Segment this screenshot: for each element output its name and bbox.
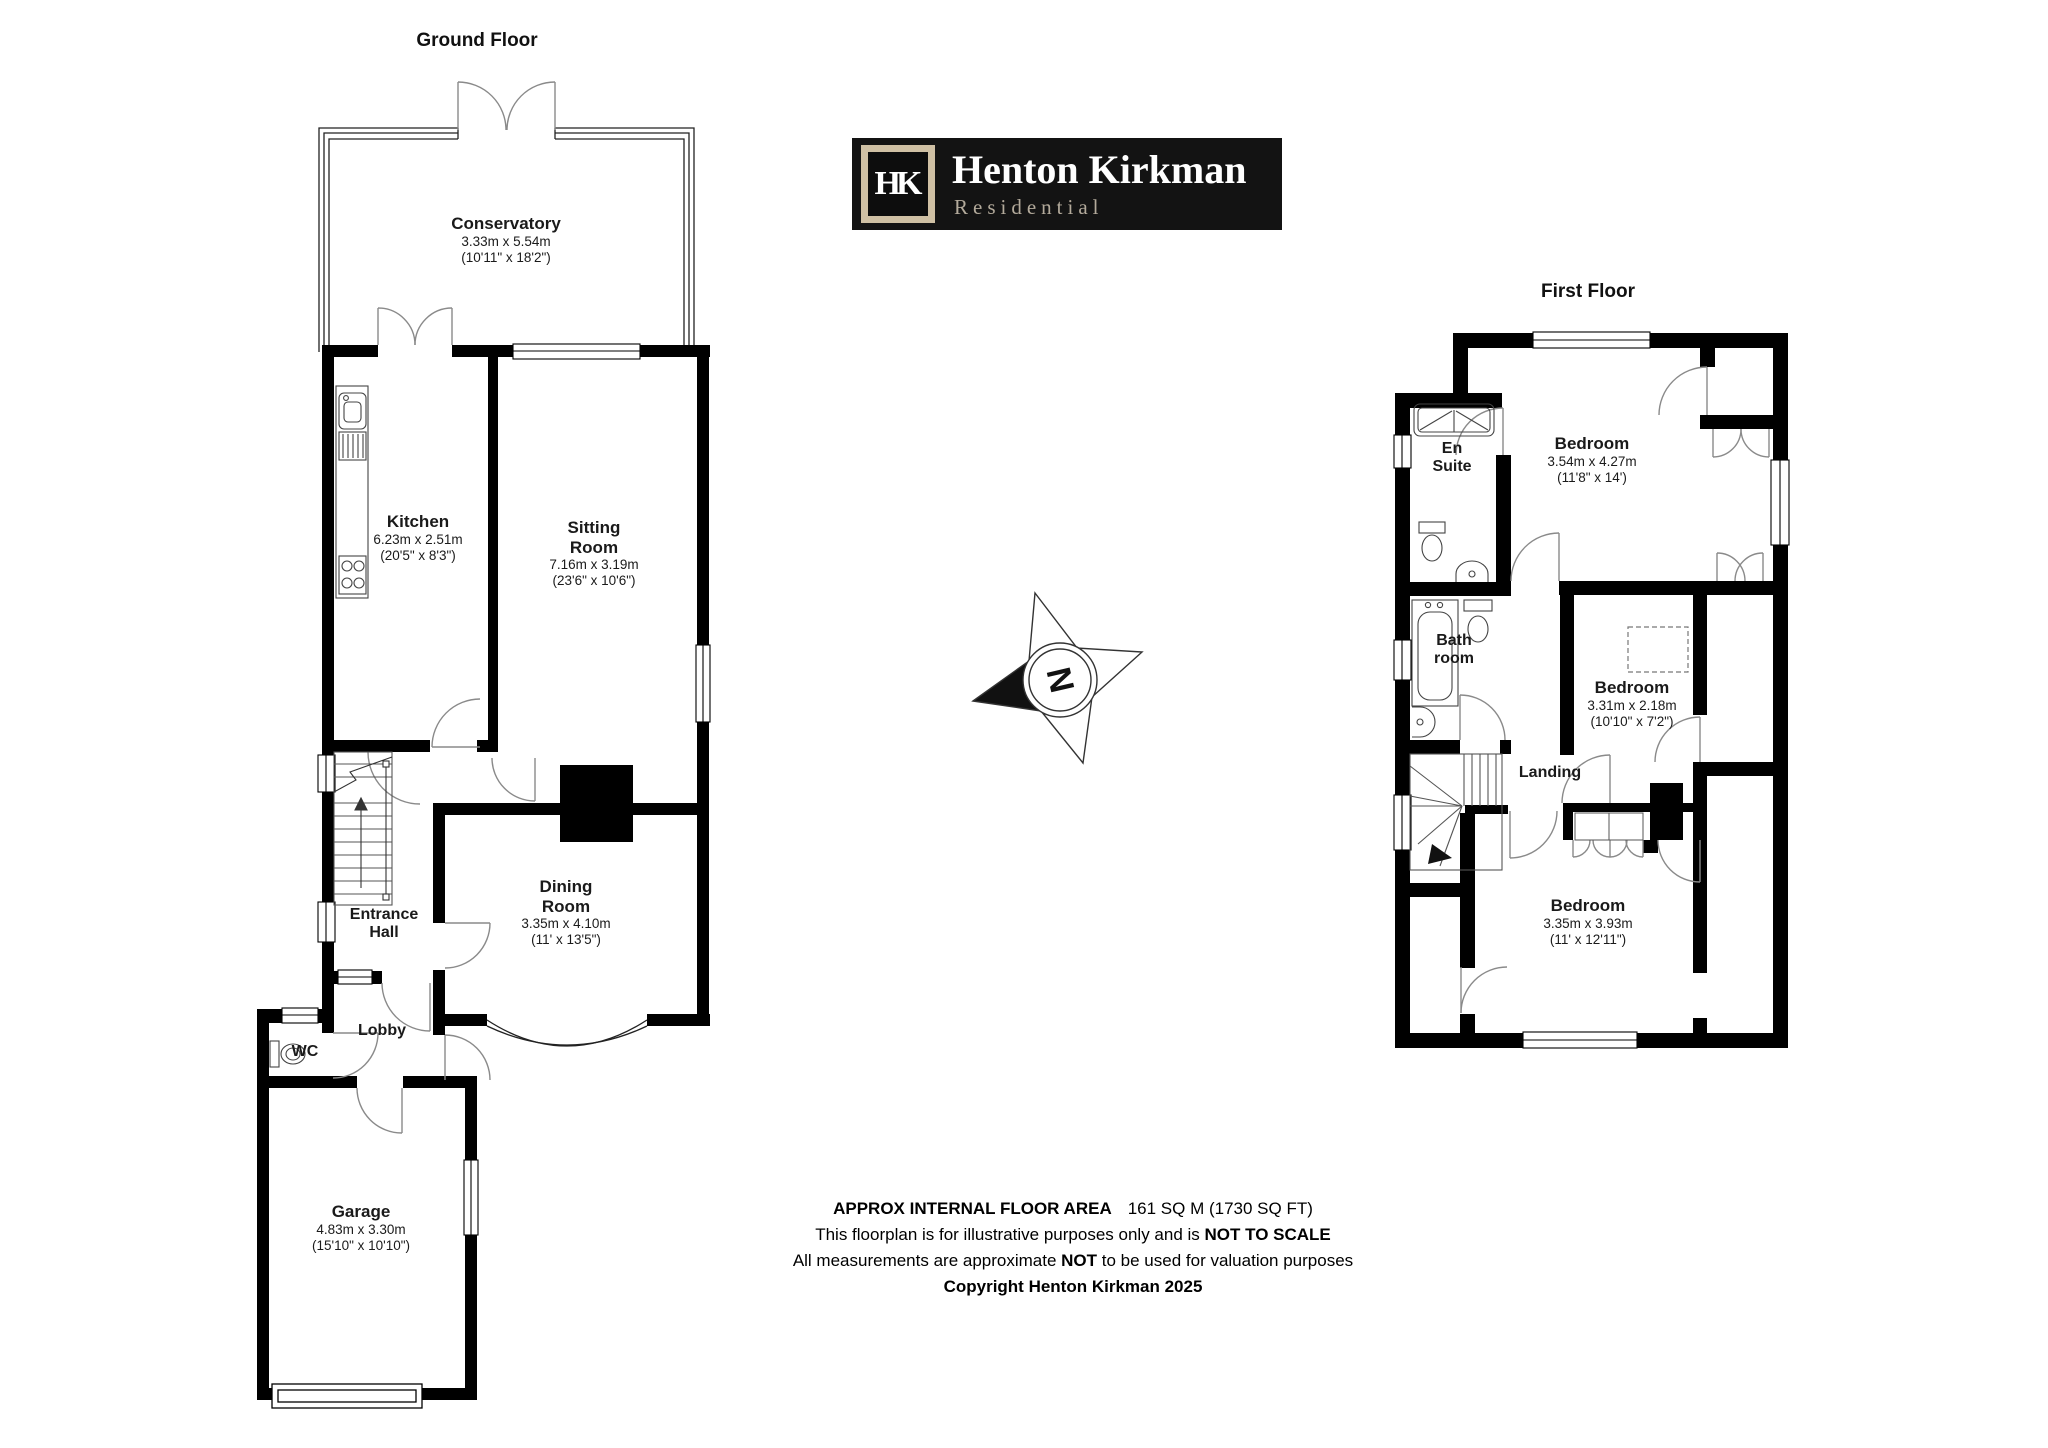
ground-floor-walls (257, 345, 710, 1400)
hob-icon (338, 555, 367, 595)
agency-logo: HK Henton Kirkman Residential (852, 138, 1282, 230)
toilet-icon (269, 1040, 306, 1068)
first-floor-plan (1393, 331, 1790, 1049)
room-label-bedroom-2: Bedroom 3.31m x 2.18m (10'10" x 7'2") (1587, 678, 1677, 729)
staircase-first (1409, 753, 1503, 871)
built-in-wardrobe (1574, 812, 1644, 841)
window-icon (1522, 1031, 1638, 1049)
room-label-landing: Landing (1518, 764, 1582, 781)
logo-tagline: Residential (954, 195, 1104, 219)
room-label-lobby: Lobby (358, 1022, 406, 1039)
ground-floor-windows (281, 343, 711, 1236)
window-icon (281, 1007, 319, 1024)
chimney-breast-first (1650, 783, 1683, 840)
window-icon (1393, 639, 1412, 681)
garage-door-icon (271, 1383, 423, 1409)
french-doors-icon (457, 81, 556, 131)
bay-window-icon (486, 1019, 648, 1047)
window-icon (463, 1159, 479, 1236)
shower-icon (1413, 403, 1495, 437)
first-floor-title: First Floor (1541, 281, 1635, 302)
room-label-wc: WC (291, 1043, 319, 1060)
kitchen-units (335, 385, 369, 599)
staircase-ground (333, 751, 393, 906)
room-label-bedroom-3: Bedroom 3.35m x 3.93m (11' x 12'11") (1543, 896, 1633, 947)
logo-monogram-box: HK (861, 145, 935, 223)
en-suite-fixtures (1413, 403, 1495, 582)
room-label-en-suite: En Suite (1432, 440, 1472, 476)
stairs-up-arrow-icon (354, 796, 368, 888)
room-label-kitchen: Kitchen 6.23m x 2.51m (20'5" x 8'3") (373, 512, 463, 563)
footer-line-copyright: Copyright Henton Kirkman 2025 (943, 1277, 1203, 1296)
chimney-breast-ground (560, 765, 633, 842)
compass-north-icon: N (971, 591, 1144, 765)
window-icon (1532, 331, 1651, 349)
window-icon (695, 644, 711, 723)
window-icon (512, 343, 641, 360)
bath-icon (1411, 599, 1459, 707)
window-icon (1770, 459, 1790, 546)
window-icon (1393, 794, 1412, 851)
footer-line-scale: This floorplan is for illustrative purpo… (815, 1225, 1331, 1244)
room-label-garage: Garage 4.83m x 3.30m (15'10" x 10'10") (311, 1202, 411, 1253)
toilet-icon (1463, 599, 1493, 643)
ground-floor-plan (257, 81, 711, 1409)
room-label-entrance-hall: Entrance Hall (349, 906, 419, 942)
room-label-conservatory: Conservatory 3.33m x 5.54m (10'11" x 18'… (451, 214, 561, 265)
ground-floor-doors (332, 307, 536, 1134)
stairs-down-arrow-icon (1428, 844, 1452, 864)
window-icon (317, 901, 336, 943)
conservatory-glazed-walls (318, 127, 695, 352)
bathroom-fixtures (1411, 599, 1493, 738)
logo-name: Henton Kirkman (952, 147, 1247, 192)
kitchen-sink-icon (338, 392, 367, 461)
footer-line-measurements: All measurements are approximate NOT to … (792, 1251, 1354, 1270)
logo-monogram: HK (874, 165, 923, 202)
basin-icon (1455, 560, 1489, 582)
ground-floor-title: Ground Floor (416, 30, 538, 51)
first-floor-walls (1395, 333, 1788, 1048)
room-label-bath-room: Bath room (1434, 632, 1474, 668)
window-icon (317, 754, 336, 793)
toilet-icon (1418, 521, 1446, 562)
room-label-bedroom-1: Bedroom 3.54m x 4.27m (11'8" x 14') (1547, 434, 1637, 485)
window-icon (337, 969, 373, 985)
first-floor-windows (1393, 331, 1790, 1049)
dashed-feature-outline (1627, 626, 1689, 673)
first-floor-doors (1455, 366, 1770, 1014)
window-icon (1393, 434, 1412, 469)
basin-icon (1412, 706, 1436, 738)
room-label-sitting-room: Sitting Room 7.16m x 3.19m (23'6" x 10'6… (549, 518, 639, 589)
room-label-dining-room: Dining Room 3.35m x 4.10m (11' x 13'5") (521, 877, 611, 948)
